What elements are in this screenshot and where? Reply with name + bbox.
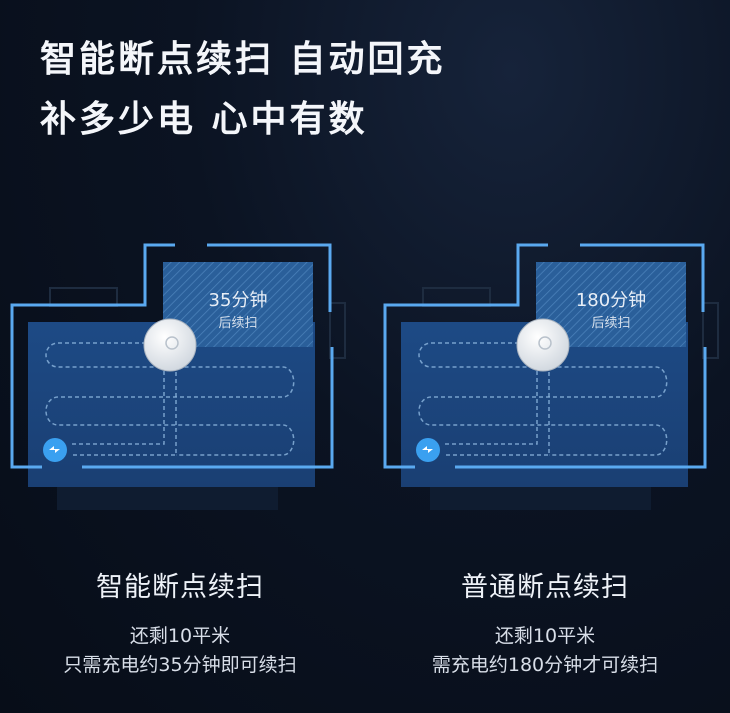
room-outline — [10, 243, 175, 469]
remaining-time: 180分钟 — [576, 290, 646, 311]
caption-normal: 普通断点续扫 还剩10平米 需充电约180分钟才可续扫 — [375, 565, 715, 680]
remaining-note: 后续扫 — [218, 316, 257, 331]
door-notch — [329, 302, 346, 359]
headline-line-1: 智能断点续扫 自动回充 — [40, 39, 446, 80]
robot-vacuum-icon — [516, 318, 570, 372]
return-path — [445, 365, 550, 456]
room-outline — [580, 243, 705, 312]
room-outline — [383, 243, 548, 469]
lightning-icon — [49, 446, 60, 453]
caption-line-1: 还剩10平米 — [494, 625, 596, 647]
wall-shadow — [57, 487, 278, 510]
room-outline — [455, 347, 707, 469]
room-outline — [207, 243, 332, 312]
caption-line-2: 只需充电约35分钟即可续扫 — [63, 654, 297, 676]
remaining-note: 后续扫 — [591, 316, 630, 331]
caption-smart: 智能断点续扫 还剩10平米 只需充电约35分钟即可续扫 — [10, 565, 350, 680]
return-path — [72, 365, 177, 456]
cleaning-path — [45, 342, 295, 456]
wall-shadow — [430, 487, 651, 510]
caption-line-1: 还剩10平米 — [129, 625, 231, 647]
lightning-icon — [422, 446, 433, 453]
room-outline — [82, 347, 334, 469]
robot-vacuum-icon — [143, 318, 197, 372]
wall-block — [422, 287, 491, 307]
wall-block — [49, 287, 118, 307]
door-notch — [702, 302, 719, 359]
caption-title: 智能断点续扫 — [96, 572, 264, 603]
headline-line-2: 补多少电 心中有数 — [40, 99, 368, 140]
robot-button-icon — [165, 336, 179, 350]
caption-title: 普通断点续扫 — [461, 572, 629, 603]
caption-line-2: 需充电约180分钟才可续扫 — [431, 654, 659, 676]
cleaning-path — [418, 342, 668, 456]
remaining-time: 35分钟 — [209, 290, 268, 311]
robot-button-icon — [538, 336, 552, 350]
